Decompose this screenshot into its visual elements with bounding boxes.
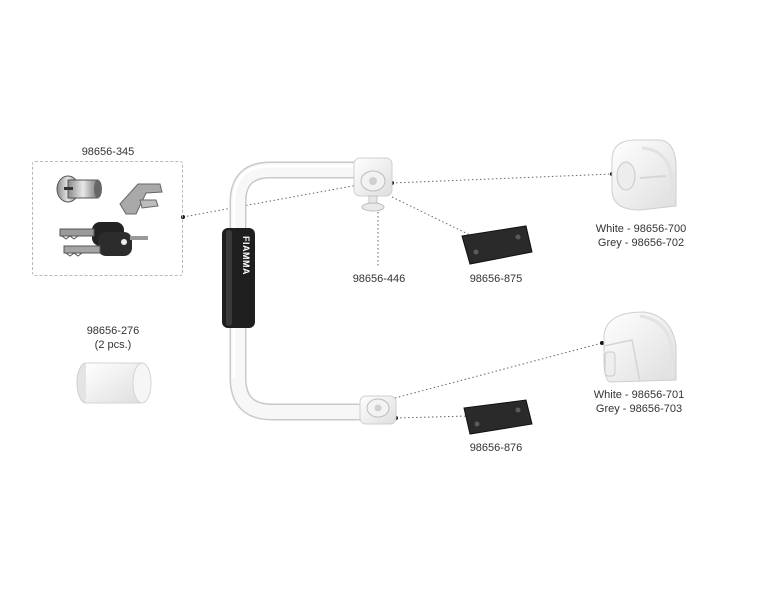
top-plate-drawing	[461, 225, 533, 265]
leader-bottom-holder	[394, 342, 603, 399]
leader-top-plate	[391, 196, 475, 238]
leader-top-holder	[391, 173, 613, 184]
top-holder-grey: Grey - 98656-702	[597, 237, 685, 249]
top-holder-drawing	[611, 139, 677, 211]
bottom-bracket-drawing	[359, 395, 397, 425]
keys-drawing	[59, 222, 148, 257]
leader-bottom-plate	[395, 415, 469, 419]
grab-handle: FIAMMA	[222, 161, 374, 421]
grip-brand-text: FIAMMA	[241, 236, 251, 275]
bottom-holder-white: White - 98656-701	[593, 389, 685, 401]
top-plate-code: 98656-875	[469, 273, 523, 285]
top-bracket-code: 98656-446	[352, 273, 406, 285]
lock-kit-drawing	[56, 175, 163, 257]
bottom-plate-code: 98656-876	[469, 442, 523, 454]
top-bracket-drawing	[353, 157, 393, 212]
bottom-plate-drawing	[463, 399, 533, 435]
end-cap-code: 98656-276	[86, 325, 140, 337]
end-cap-qty: (2 pcs.)	[94, 339, 132, 351]
bottom-holder-drawing	[603, 311, 677, 383]
leader-lines	[182, 173, 613, 419]
top-holder-white: White - 98656-700	[595, 223, 687, 235]
end-cap-drawing	[76, 362, 152, 404]
lock-kit-box	[32, 161, 183, 276]
bottom-holder-grey: Grey - 98656-703	[595, 403, 683, 415]
leader-lock-kit	[182, 184, 359, 218]
lock-kit-code: 98656-345	[81, 146, 135, 158]
